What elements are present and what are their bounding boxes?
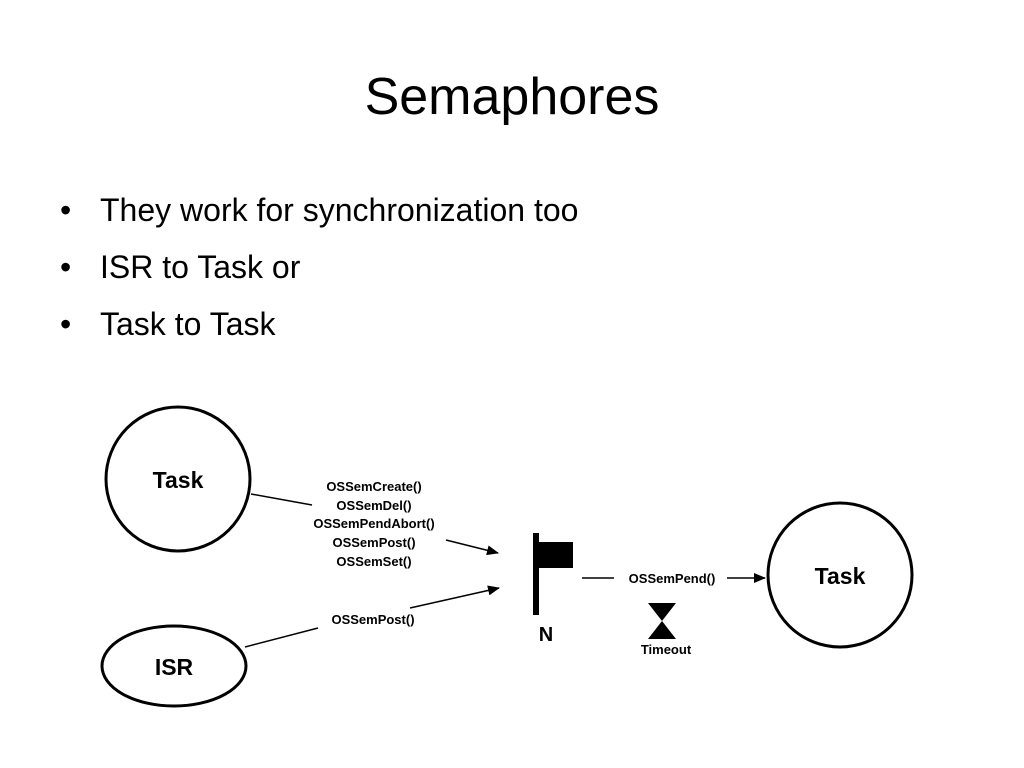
isr-to-semaphore-arrow bbox=[409, 585, 500, 609]
isr-label-text: ISR bbox=[155, 654, 194, 680]
flag-banner bbox=[539, 542, 573, 568]
task-label: Task bbox=[153, 467, 204, 493]
call-label: OSSemPendAbort() bbox=[313, 516, 434, 531]
bullet-item: • Task to Task bbox=[58, 298, 578, 355]
slide-title: Semaphores bbox=[364, 68, 660, 126]
bullet-dot-icon: • bbox=[60, 249, 72, 285]
bullet-dot-icon: • bbox=[60, 306, 72, 342]
task-circle bbox=[766, 501, 914, 649]
task-call-labels: OSSemCreate() OSSemDel() OSSemPendAbort(… bbox=[313, 479, 434, 569]
call-label: OSSemPost() bbox=[332, 535, 415, 550]
task-node-right: Task bbox=[766, 501, 914, 649]
task-to-semaphore-arrow bbox=[445, 539, 499, 556]
bullet-text: ISR to Task or bbox=[100, 249, 301, 285]
task-label: Task bbox=[815, 563, 866, 589]
semaphore-count-label: N bbox=[539, 624, 553, 646]
call-label: OSSemDel() bbox=[336, 498, 411, 513]
call-label: OSSemSet() bbox=[336, 554, 411, 569]
task-node-left: Task bbox=[104, 405, 252, 553]
hourglass-icon bbox=[648, 603, 676, 639]
pend-call-label: OSSemPend() bbox=[629, 571, 716, 586]
timeout-label: Timeout bbox=[641, 642, 692, 657]
isr-call-label: OSSemPost() bbox=[331, 612, 414, 627]
bullet-list: • They work for synchronization too • IS… bbox=[58, 184, 578, 355]
isr-connector-line bbox=[244, 627, 319, 648]
task-circle bbox=[104, 405, 252, 553]
call-label: OSSemCreate() bbox=[326, 479, 421, 494]
bullet-item: • They work for synchronization too bbox=[58, 184, 578, 241]
semaphore-flag-icon bbox=[533, 533, 573, 615]
bullet-text: Task to Task bbox=[100, 306, 276, 342]
task-connector-line bbox=[250, 493, 313, 506]
isr-node: ISR bbox=[100, 624, 248, 708]
flag-pole bbox=[533, 533, 539, 615]
bullet-text: They work for synchronization too bbox=[100, 192, 579, 228]
bullet-item: • ISR to Task or bbox=[58, 241, 578, 298]
bullet-dot-icon: • bbox=[60, 192, 72, 228]
isr-ellipse bbox=[100, 624, 248, 708]
